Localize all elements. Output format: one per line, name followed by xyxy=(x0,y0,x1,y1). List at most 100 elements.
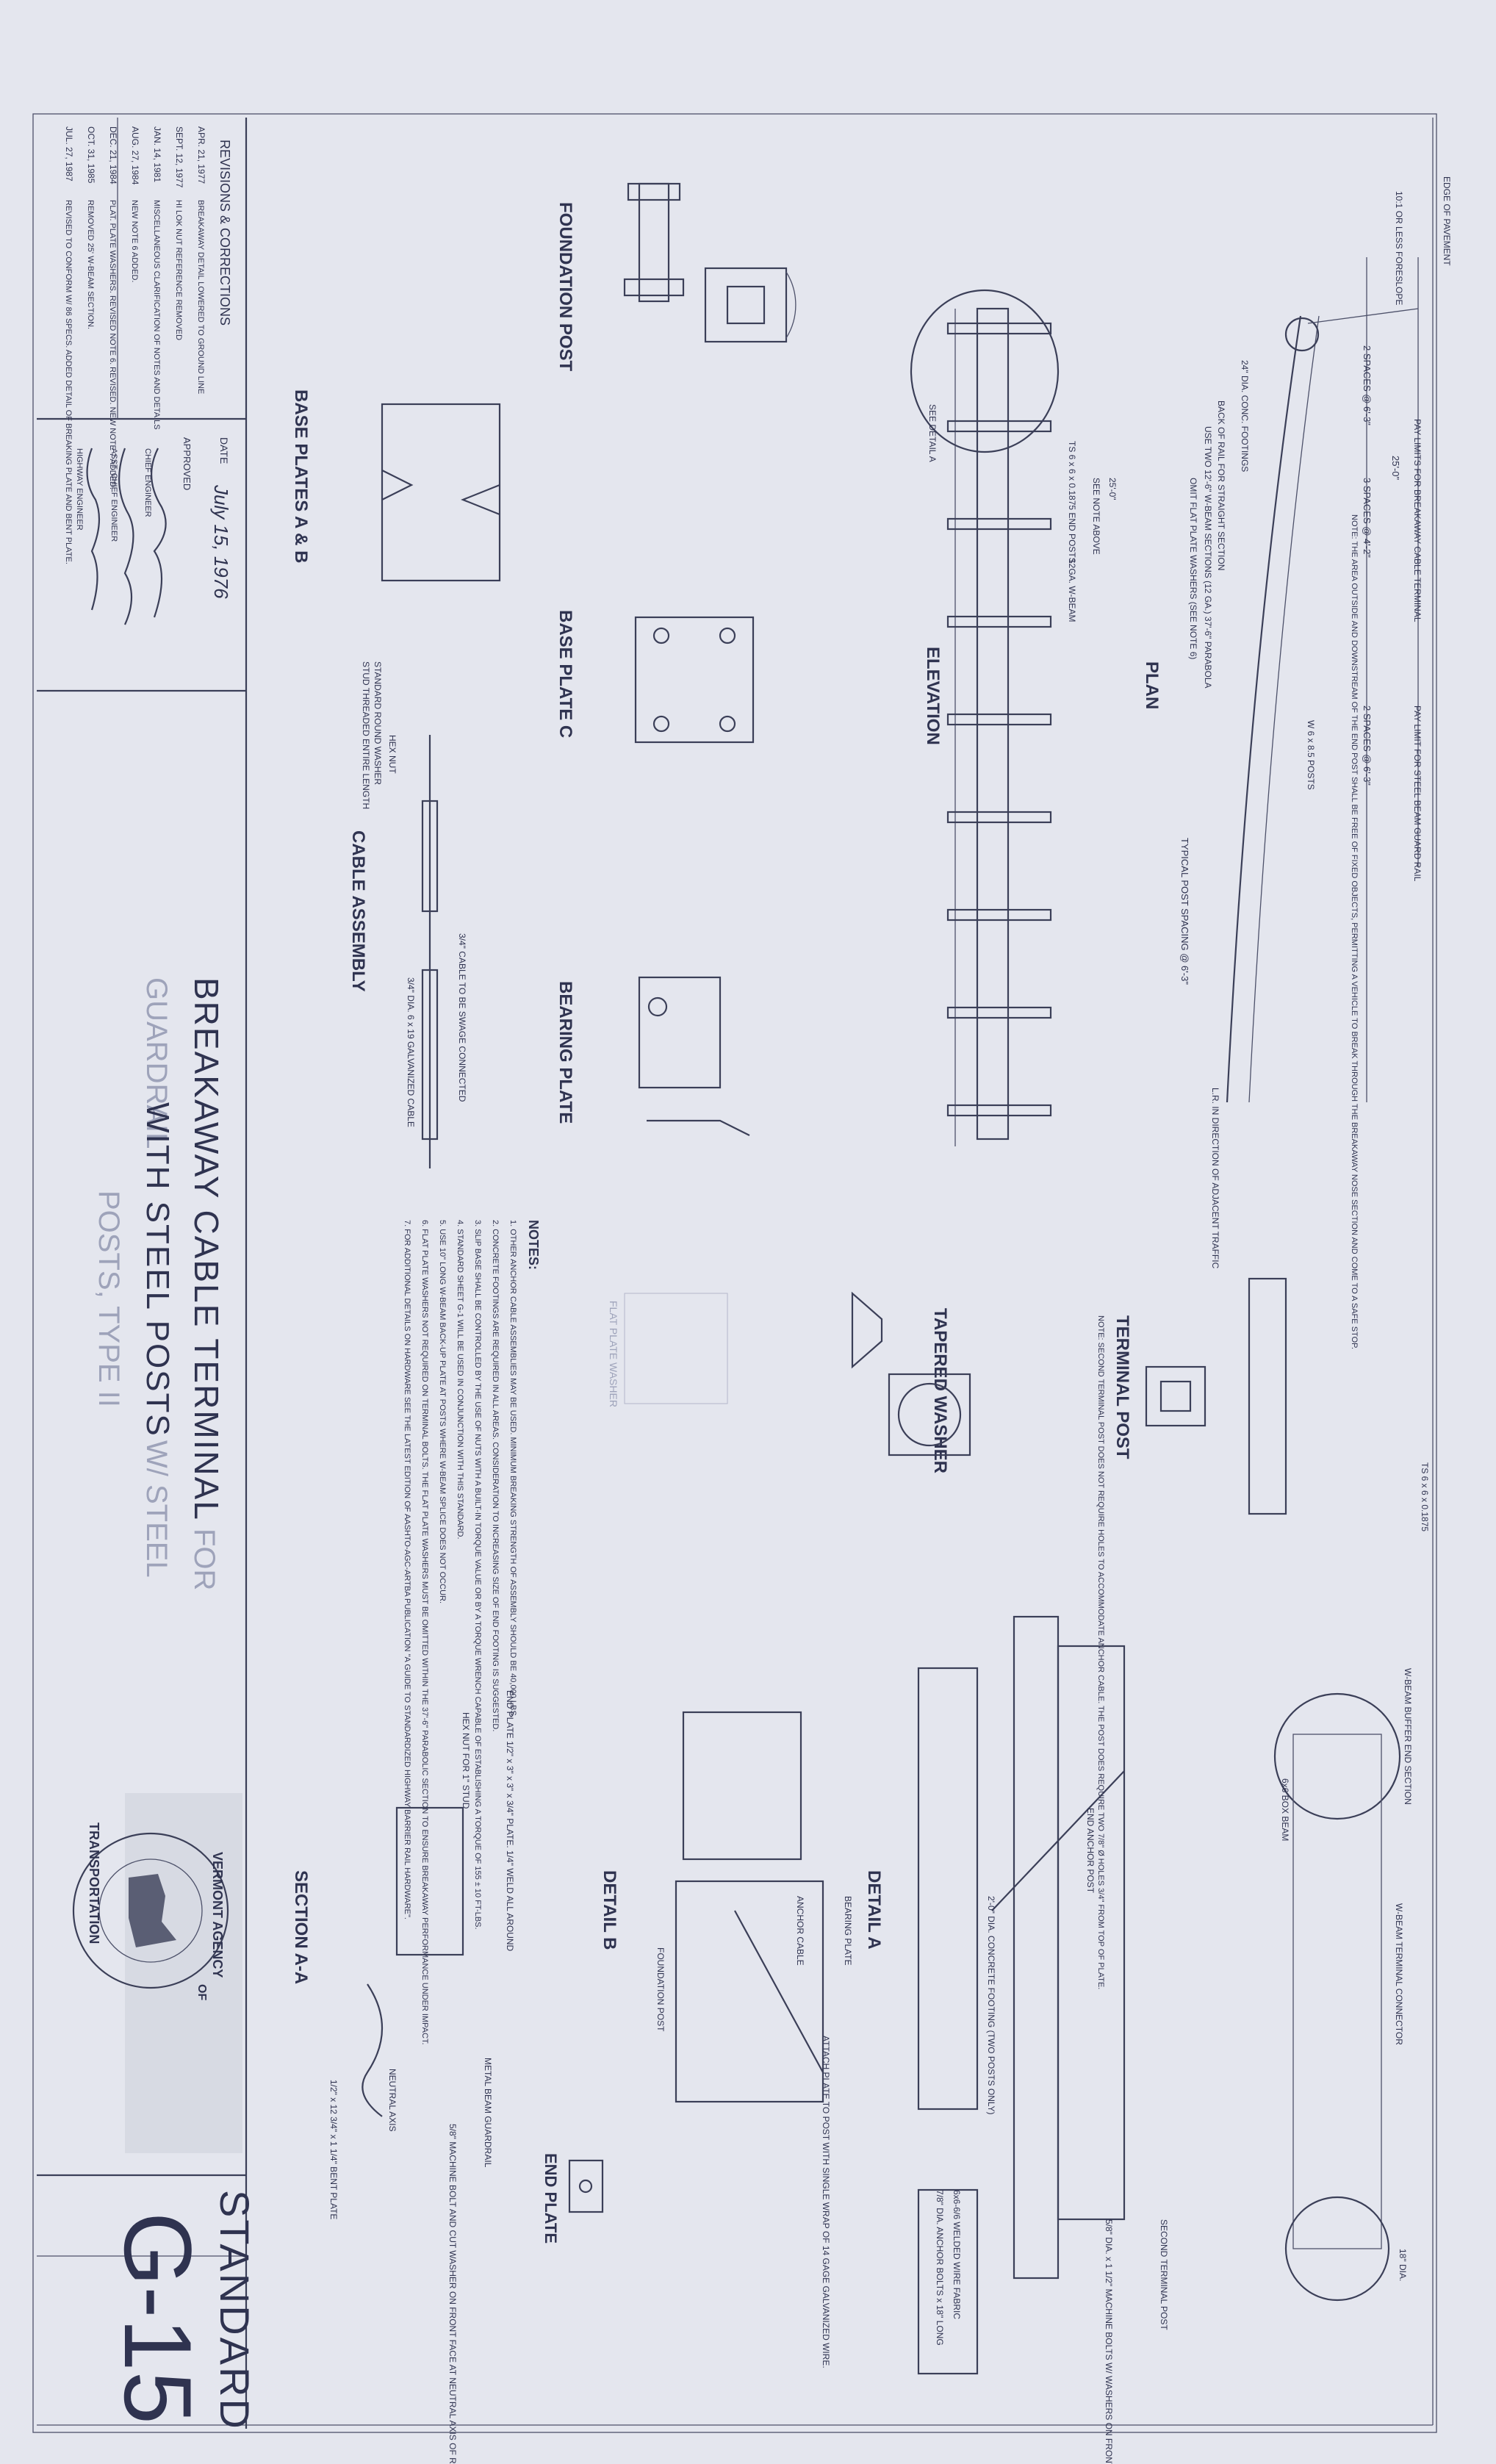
plan-spaces-left: 2 SPACES @ 6'-3" xyxy=(1362,345,1373,425)
seal-outer-ring xyxy=(72,1832,229,1989)
detail-b-plan xyxy=(682,1711,802,1861)
revision-date: DEC. 21, 1984 xyxy=(108,126,118,184)
cable-stud-left xyxy=(421,800,439,913)
seal-tape xyxy=(125,1793,242,2153)
standard-number: G-15 xyxy=(104,2212,212,2424)
section-aa-view: SECTION A-A METAL BEAM GUARDRAIL 5/8" MA… xyxy=(291,1690,515,2464)
foundation-post-side xyxy=(638,182,670,303)
note-item: 2. CONCRETE FOOTINGS ARE REQUIRED IN ALL… xyxy=(491,1220,500,1731)
end-plate-hole xyxy=(578,2179,593,2194)
cable-standard-washer: STANDARD ROUND WASHER xyxy=(373,661,383,785)
elevation-see-note: SEE NOTE ABOVE xyxy=(1091,478,1101,555)
cable-stud: STUD THREADED ENTIRE LENGTH xyxy=(361,661,371,809)
elevation-see-detail-a: SEE DETAIL A xyxy=(927,404,938,462)
detail-a-anchor-cable xyxy=(991,1770,1125,1911)
revision-text: REVISED TO CONFORM W/ 86 SPECS. ADDED DE… xyxy=(64,200,73,564)
terminal-post-side xyxy=(1248,1277,1287,1515)
bearing-plate xyxy=(638,976,722,1089)
section-aa-title: SECTION A-A xyxy=(291,1870,311,1984)
title-line2: WITH STEEL POSTS xyxy=(140,1102,176,1437)
elevation-post xyxy=(946,322,1052,335)
elevation-post xyxy=(946,811,1052,824)
standard-label: STANDARD xyxy=(212,2190,258,2431)
foundation-post-plan-inner xyxy=(726,285,766,325)
detail-b-anchor-cable-label: ANCHOR CABLE xyxy=(795,1896,805,1966)
outer-border xyxy=(32,113,1437,2433)
plan-view: PLAN PAY LIMITS FOR BREAKAWAY CABLE TERM… xyxy=(1142,176,1452,1349)
dia-18-label: 18" DIA. xyxy=(1398,2249,1408,2281)
plan-end-footing xyxy=(1284,317,1320,352)
detail-a-view: DETAIL A END ANCHOR POST SECOND TERMINAL… xyxy=(821,1615,1169,2464)
elevation-post xyxy=(946,908,1052,922)
elevation-post xyxy=(946,1104,1052,1117)
detail-b-title: DETAIL B xyxy=(600,1870,619,1950)
plan-post-type: W 6 x 8.5 POSTS xyxy=(1306,720,1316,790)
revision-text: MISCELLANEOUS CLARIFICATION OF NOTES AND… xyxy=(152,200,161,430)
base-plate-c-hole-3 xyxy=(652,715,670,733)
date-label: DATE xyxy=(218,437,230,464)
foundation-post-title: FOUNDATION POST xyxy=(555,202,575,372)
w-beam-connector-label: W-BEAM TERMINAL CONNECTOR xyxy=(1394,1903,1404,2045)
detail-a-second-terminal-post: SECOND TERMINAL POST xyxy=(1159,2219,1169,2330)
revision-date: JAN. 14, 1981 xyxy=(152,126,162,182)
end-plate-view: END PLATE xyxy=(542,2153,604,2244)
detail-a-attach-plate: ATTACH PLATE TO POST WITH SINGLE WRAP OF… xyxy=(821,2036,831,2368)
title-line1-faint: FOR xyxy=(188,1529,220,1590)
note-item: 7. FOR ADDITIONAL DETAILS ON HARDWARE SE… xyxy=(403,1220,411,1919)
revision-date: OCT. 31, 1985 xyxy=(86,126,96,184)
revision-text: REMOVED 25' W-BEAM SECTION. xyxy=(86,200,95,329)
plan-traffic: L.R. IN DIRECTION OF ADJACENT TRAFFIC xyxy=(1210,1088,1220,1269)
revision-date: SEPT. 12, 1977 xyxy=(174,126,184,188)
note-item: 5. USE 10" LONG W-BEAM BACK-UP PLATE AT … xyxy=(438,1220,447,1603)
revision-text: BREAKAWAY DETAIL LOWERED TO GROUND LINE xyxy=(196,200,205,394)
revision-text: HI LOK NUT REFERENCE REMOVED xyxy=(174,200,183,340)
tapered-washer-title: TAPERED WASHER xyxy=(930,1308,950,1473)
base-plate-a-notch xyxy=(381,470,414,500)
bearing-plate-view: BEARING PLATE xyxy=(555,976,750,1136)
buffer-end-label: W-BEAM BUFFER END SECTION xyxy=(1403,1668,1413,1805)
detail-a-concrete-footing: 2'-0" DIA. CONCRETE FOOTING (TWO POSTS O… xyxy=(986,1896,996,2115)
notes-block: NOTES: 1. OTHER ANCHOR CABLE ASSEMBLIES … xyxy=(403,1220,541,2045)
foundation-post-plate xyxy=(627,182,681,201)
plan-typical-post: TYPICAL POST SPACING @ 6'-3" xyxy=(1179,838,1190,985)
note-item: 4. STANDARD SHEET G-1 WILL BE USED IN CO… xyxy=(456,1220,464,1540)
cable-assembly-title: CABLE ASSEMBLY xyxy=(348,830,368,992)
vermont-state-icon xyxy=(129,1874,176,1947)
signature-2 xyxy=(118,448,134,625)
elevation-post xyxy=(946,420,1052,433)
approved-label: APPROVED xyxy=(181,437,193,490)
detail-a-ground xyxy=(1013,1615,1060,2280)
plan-dim-25: 25'-0" xyxy=(1390,456,1401,481)
drawing-title: BREAKAWAY CABLE TERMINAL FOR GUARDRAIL W… xyxy=(93,977,226,1590)
section-aa-guardrail xyxy=(362,1983,384,2117)
flat-plate-washer-outline xyxy=(624,1293,728,1404)
plan-title: PLAN xyxy=(1142,661,1162,709)
cable-stud-right xyxy=(421,969,439,1141)
seal-text-bottom: TRANSPORTATION xyxy=(87,1822,101,1944)
elevation-detail-a-circle xyxy=(910,289,1060,453)
tapered-washer-view: TAPERED WASHER xyxy=(851,1291,971,1473)
plan-parabola: USE TWO 12'-6" W-BEAM SECTIONS (12 GA.) … xyxy=(1203,426,1213,689)
flat-plate-washer-view: FLAT PLATE WASHER xyxy=(608,1293,728,1407)
section-aa-hex-nut-stud: HEX NUT FOR 1" STUD xyxy=(461,1712,471,1809)
plan-omit-washers: OMIT FLAT PLATE WASHERS (SEE NOTE 6) xyxy=(1188,478,1198,659)
revisions-block: REVISIONS & CORRECTIONS APR. 21, 1977BRE… xyxy=(64,126,232,564)
approval-block: DATE July 15, 1976 APPROVED CHIEF ENGINE… xyxy=(75,437,232,625)
notes-header: NOTES: xyxy=(526,1220,541,1270)
elevation-post xyxy=(946,713,1052,726)
terminal-post-view: TERMINAL POST NOTE: SECOND TERMINAL POST… xyxy=(1096,1277,1430,1989)
elevation-rail-label: 12GA. W-BEAM xyxy=(1067,558,1077,622)
section-aa-end-plate-dims: END PLATE 1/2" x 3" x 3" x 3/4" PLATE. 1… xyxy=(505,1690,515,1952)
detail-a-end-post-footing xyxy=(917,1667,979,2111)
elevation-post xyxy=(946,615,1052,628)
detail-b-elevation xyxy=(675,1880,824,2103)
detail-b-foundation-post-label: FOUNDATION POST xyxy=(655,1947,666,2032)
base-plate-b-notch xyxy=(461,484,500,516)
buffer-end-view: W-BEAM BUFFER END SECTION W-BEAM TERMINA… xyxy=(1273,1668,1413,2302)
cable-swage: 3/4" CABLE TO BE SWAGE CONNECTED xyxy=(457,933,467,1102)
elevation-view: ELEVATION TS 6 x 6 x 0.1875 END POSTS SE… xyxy=(910,289,1118,1146)
plan-spaces-mid: 3 SPACES @ 4'-2" xyxy=(1362,478,1373,558)
buffer-end-circle xyxy=(1273,1692,1401,1820)
